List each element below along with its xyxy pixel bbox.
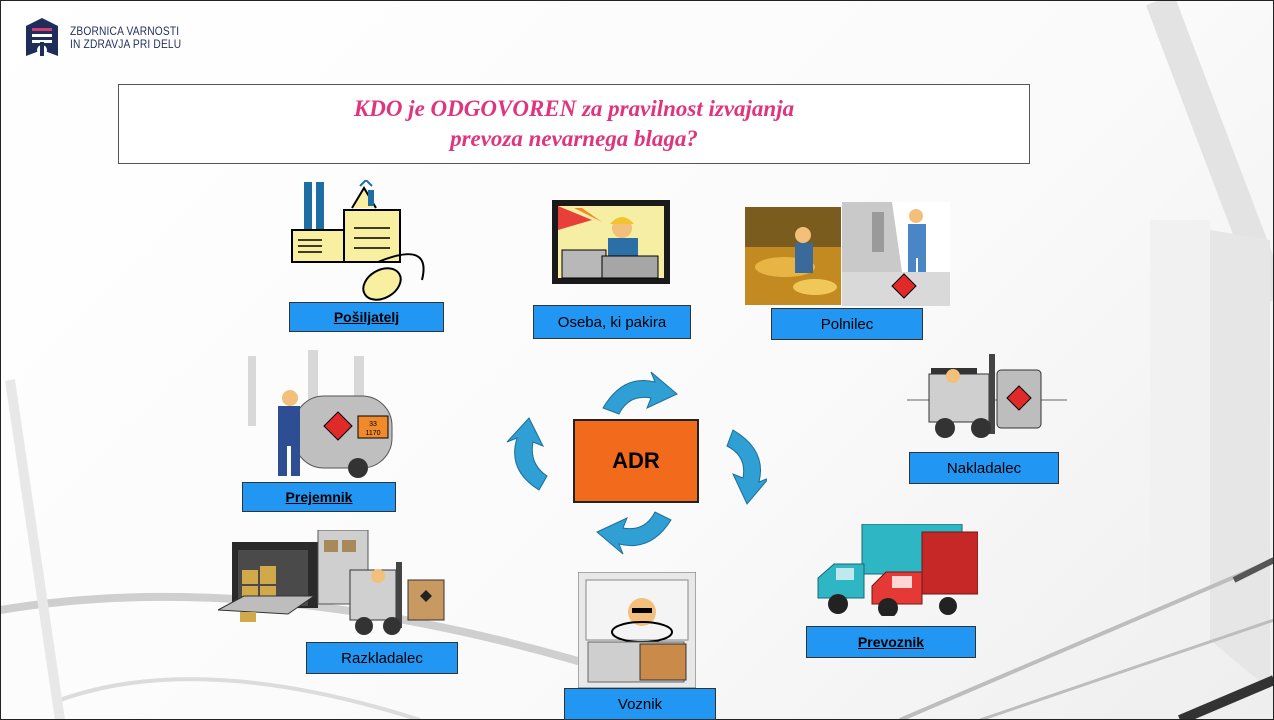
forklift-loader-icon bbox=[907, 354, 1067, 438]
hazard-number-bottom: 1170 bbox=[365, 430, 380, 437]
role-label-posiljatelj: Pošiljatelj bbox=[289, 302, 444, 332]
role-label-nakladalec: Nakladalec bbox=[909, 452, 1059, 484]
role-label-pakira: Oseba, ki pakira bbox=[533, 305, 691, 339]
role-label-polnilec: Polnilec bbox=[771, 308, 923, 340]
organization-logo: ZBORNICA VARNOSTI IN ZDRAVJA PRI DELU bbox=[22, 16, 201, 60]
filler-photo bbox=[745, 207, 841, 305]
tanker-receiver-icon: 33 1170 bbox=[248, 350, 393, 478]
cycle-arrow-bottom-icon bbox=[596, 511, 672, 555]
hazard-number-top: 33 bbox=[369, 421, 377, 428]
cycle-arrow-top-icon bbox=[602, 371, 678, 415]
adr-center-box: ADR bbox=[573, 419, 699, 503]
driver-icon bbox=[578, 572, 696, 688]
factory-icon bbox=[291, 180, 425, 301]
title-box: KDO je ODGOVOREN za pravilnost izvajanja… bbox=[118, 84, 1030, 164]
role-label-razkladalec: Razkladalec bbox=[306, 642, 458, 674]
title-line-1: KDO je ODGOVOREN za pravilnost izvajanja bbox=[353, 96, 795, 121]
cycle-arrows bbox=[506, 371, 767, 555]
trucks-carrier-icon bbox=[817, 524, 978, 616]
logo-emblem-icon bbox=[26, 18, 58, 56]
role-label-prevoznik: Prevoznik bbox=[806, 626, 976, 658]
title-line-2: prevoza nevarnega blaga? bbox=[450, 126, 698, 151]
logo-line-2: IN ZDRAVJA PRI DELU bbox=[70, 37, 182, 51]
cycle-arrow-left-icon bbox=[506, 417, 548, 491]
logo-line-1: ZBORNICA VARNOSTI bbox=[70, 24, 180, 38]
cycle-arrow-right-icon bbox=[726, 429, 767, 505]
role-label-prejemnik: Prejemnik bbox=[242, 482, 396, 512]
unloader-icon bbox=[218, 530, 445, 635]
filler-illustration bbox=[842, 202, 950, 306]
role-label-voznik: Voznik bbox=[564, 688, 716, 720]
packing-worker-icon bbox=[552, 200, 670, 284]
